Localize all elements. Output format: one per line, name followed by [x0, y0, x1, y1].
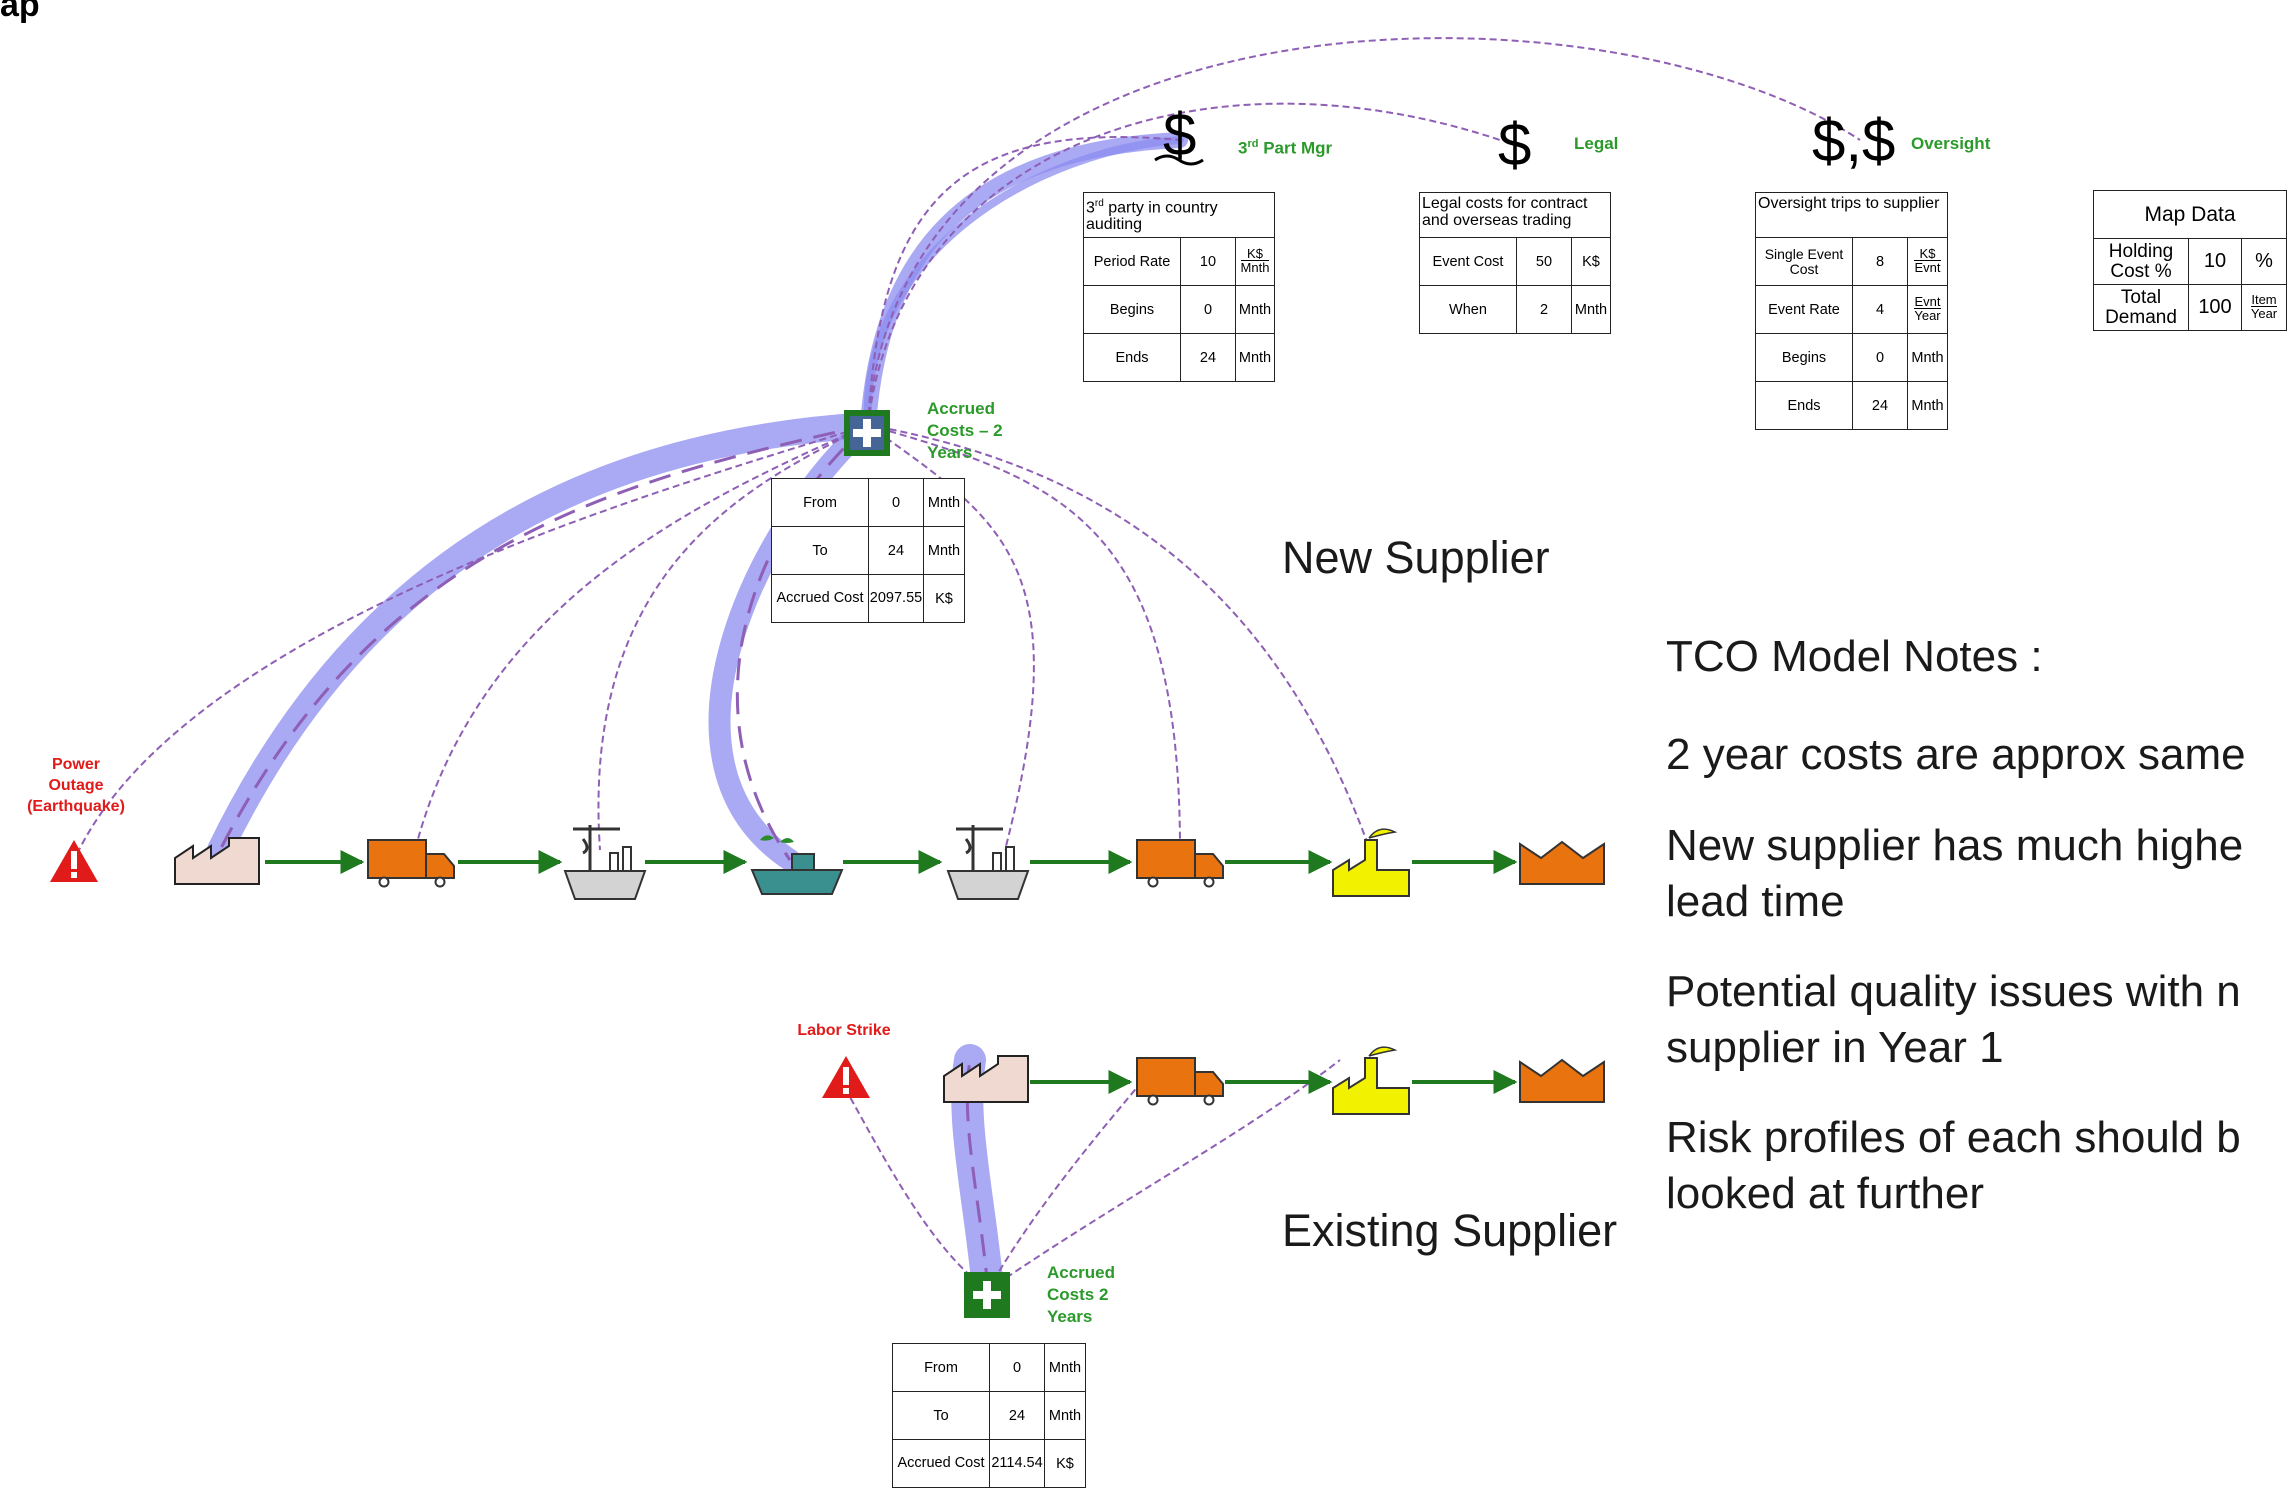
- accrued-costs-new-label: Accrued Costs – 2 Years: [927, 399, 1003, 462]
- note-item: New supplier has much highe lead time: [1666, 821, 2244, 926]
- legal-label: Legal: [1574, 134, 1619, 153]
- dollar-icon-legal: $: [1498, 111, 1532, 178]
- new-supplier-label: New Supplier: [1282, 532, 1550, 583]
- power-outage-label: Power Outage (Earthquake): [27, 756, 125, 815]
- third-party-mgr-label: 3rd Part Mgr: [1238, 138, 1333, 158]
- note-item: Potential quality issues with n supplier…: [1666, 967, 2241, 1072]
- accrued-cost-plus-icon-existing: [964, 1272, 1010, 1318]
- third-party-table: 3rd party in country auditing Period Rat…: [1083, 192, 1275, 382]
- existing-plant-icon: [1332, 1046, 1410, 1115]
- port-ship-icon: [563, 825, 647, 900]
- customer-warehouse-icon: [1519, 840, 1605, 885]
- warning-icon-labor-strike: [822, 1056, 870, 1098]
- accrued-cost-plus-icon: [844, 410, 890, 456]
- notes-title: TCO Model Notes :: [1666, 632, 2043, 681]
- labor-strike-label: Labor Strike: [797, 1022, 891, 1039]
- truck-icon-2: [1136, 839, 1224, 888]
- tco-notes: TCO Model Notes : 2 year costs are appro…: [1666, 628, 2246, 1222]
- wave-icon: [1154, 154, 1204, 166]
- existing-warehouse-icon: [1519, 1058, 1605, 1103]
- cargo-ship-icon: [750, 835, 844, 895]
- truck-icon: [367, 839, 455, 888]
- existing-truck-icon: [1136, 1057, 1224, 1106]
- oversight-table: Oversight trips to supplier Single Event…: [1755, 192, 1948, 430]
- plant-icon: [1332, 828, 1410, 897]
- page-title: ap: [0, 0, 40, 24]
- accrued-costs-existing-label: Accrued Costs 2 Years: [1047, 1263, 1116, 1326]
- dollar-icon-third-party: $: [1163, 101, 1197, 168]
- oversight-label: Oversight: [1911, 134, 1991, 153]
- note-item: Risk profiles of each should b looked at…: [1666, 1113, 2241, 1218]
- existing-factory-icon: [943, 1055, 1029, 1103]
- note-item: 2 year costs are approx same: [1666, 730, 2246, 779]
- cost-flow-bands: [207, 132, 1188, 1306]
- legal-table: Legal costs for contract and overseas tr…: [1419, 192, 1611, 334]
- existing-supplier-label: Existing Supplier: [1282, 1205, 1618, 1256]
- dollar-icon-oversight: $,$: [1812, 107, 1896, 174]
- warning-icon-power-outage: [50, 840, 98, 882]
- supplier-factory-icon: [174, 837, 260, 885]
- port-ship-icon-2: [946, 825, 1030, 900]
